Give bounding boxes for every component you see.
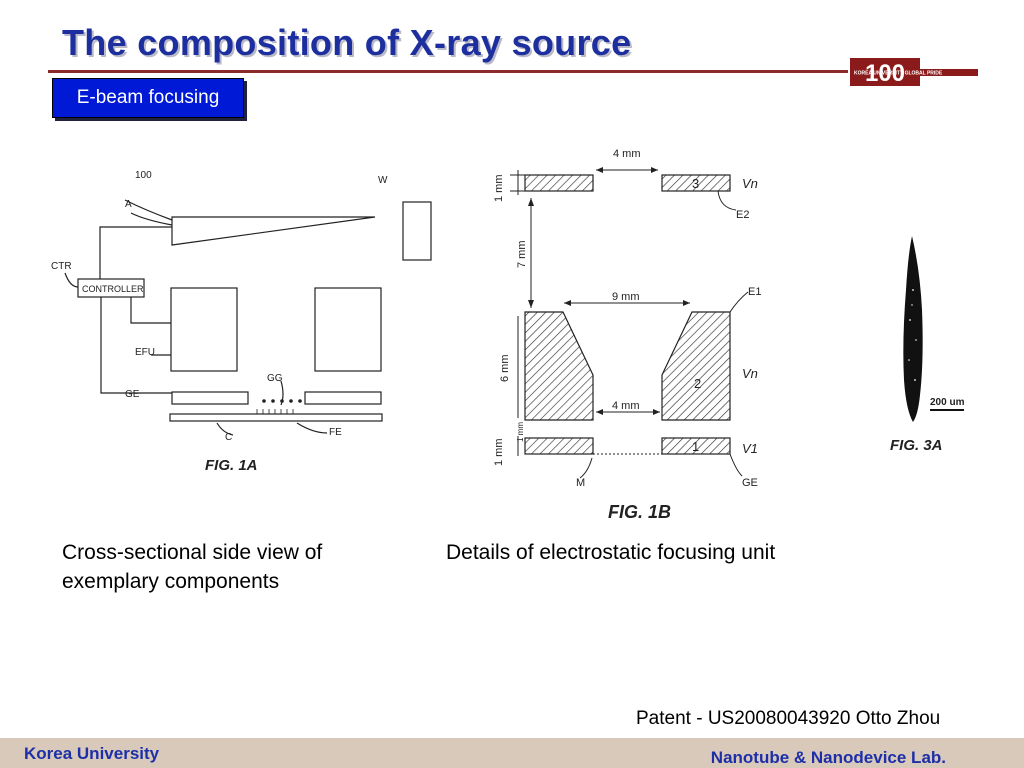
logo-text: KOREA UNIVERSITY GLOBAL PRIDE <box>854 71 943 77</box>
fig1a-label-w: W <box>378 175 388 186</box>
logo-mark: 100 <box>865 60 905 86</box>
korea-university-logo: 100 KOREA UNIVERSITY GLOBAL PRIDE <box>850 58 978 86</box>
fig1b-dim-1mm-bottom: 1 mm <box>493 439 505 467</box>
fig1b-dim-4mm-bottom: 4 mm <box>612 400 640 412</box>
fig3a-figure-label: FIG. 3A <box>890 437 943 454</box>
slide-footer: Korea University Nanotube & Nanodevice L… <box>0 738 1024 768</box>
figure-3a-image: 200 um FIG. 3A <box>890 236 965 454</box>
fig1b-dim-9mm: 9 mm <box>612 291 640 303</box>
fig1b-electrode-1: 1 <box>692 439 699 454</box>
fig1b-dim-7mm: 7 mm <box>516 241 528 269</box>
fig1b-label-e1: E1 <box>748 286 761 298</box>
caption-figure-1b: Details of electrostatic focusing unit <box>446 541 776 564</box>
fig1a-label-a: A <box>125 199 132 210</box>
fig1a-label-ctr: CTR <box>51 261 72 272</box>
fig1a-label-gg: GG <box>267 373 283 384</box>
patent-reference: Patent - US20080043920 Otto Zhou <box>636 708 941 729</box>
fig1b-dim-6mm: 6 mm <box>499 355 511 383</box>
fig1a-label-ge: GE <box>125 389 140 400</box>
footer-lab: Nanotube & Nanodevice Lab. <box>710 748 946 767</box>
section-badge: E-beam focusing <box>52 78 244 118</box>
electron-beam-spot-image <box>903 236 923 422</box>
fig3a-scale-label: 200 um <box>930 397 965 408</box>
figure-1a-diagram: 100 A W CTR CONTROLLER EFU GE GG C FE FI… <box>51 170 432 474</box>
fig1b-label-m: M <box>576 477 585 489</box>
fig1a-controller-label: CONTROLLER <box>82 284 144 294</box>
fig1a-label-efu: EFU <box>135 347 155 358</box>
fig1b-figure-label: FIG. 1B <box>608 502 671 522</box>
fig1b-label-vn-mid: Vn <box>742 366 758 381</box>
fig1b-label-ge: GE <box>742 477 758 489</box>
title-divider <box>48 70 848 73</box>
fig1a-label-fe: FE <box>329 427 342 438</box>
slide-title: The composition of X-ray source <box>62 22 632 63</box>
figure-1b-diagram: 4 mm 1 mm 7 mm 9 mm 6 mm 4 mm 1 mm 1 mm … <box>493 148 761 522</box>
fig1b-label-e2: E2 <box>736 209 749 221</box>
fig1a-figure-label: FIG. 1A <box>205 457 258 474</box>
fig1b-label-vn-top: Vn <box>742 176 758 191</box>
section-badge-label: E-beam focusing <box>76 87 220 108</box>
fig1b-dim-1mm-top: 1 mm <box>493 175 505 203</box>
caption-figure-1a: Cross-sectional side view of exemplary c… <box>62 541 323 593</box>
fig1b-label-v1: V1 <box>742 441 758 456</box>
fig1b-electrode-3: 3 <box>692 176 699 191</box>
fig1a-label-c: C <box>225 432 232 443</box>
fig1b-dim-4mm-top: 4 mm <box>613 148 641 160</box>
footer-university: Korea University <box>24 744 160 763</box>
fig1b-dim-1mm-small: 1 mm <box>516 422 525 442</box>
fig1a-label-100: 100 <box>135 170 152 181</box>
fig1b-electrode-2: 2 <box>694 376 701 391</box>
